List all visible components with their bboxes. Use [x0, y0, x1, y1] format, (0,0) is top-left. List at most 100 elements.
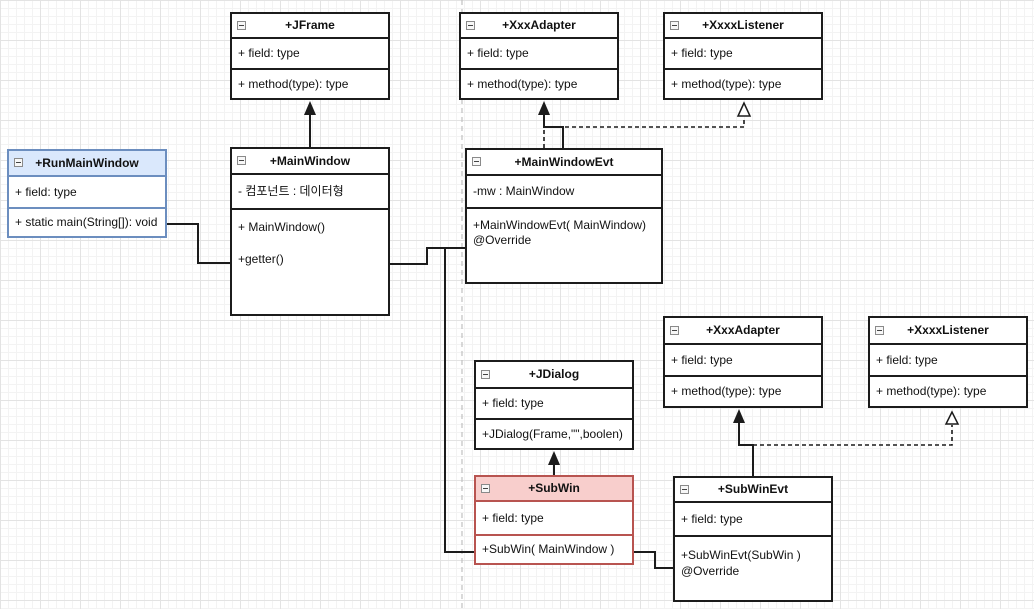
method-row[interactable]: + method(type): type	[232, 70, 388, 98]
field-text: + field: type	[238, 46, 300, 61]
method-row[interactable]: + method(type): type	[461, 70, 617, 98]
class-box-mainwindowevt[interactable]: +MainWindowEvt -mw : MainWindow +MainWin…	[465, 148, 663, 284]
class-header[interactable]: +XxxAdapter	[665, 318, 821, 345]
class-header[interactable]: +MainWindow	[232, 149, 388, 175]
method-text: + static main(String[]): void	[15, 215, 158, 230]
collapse-icon[interactable]	[466, 20, 475, 30]
method-text: + method(type): type	[238, 76, 349, 91]
field-text: + field: type	[467, 46, 529, 61]
method-text: +getter()	[238, 251, 284, 266]
class-title: +SubWin	[528, 481, 580, 496]
method-row[interactable]: +SubWin( MainWindow )	[476, 536, 632, 563]
class-header[interactable]: +XxxxListener	[870, 318, 1026, 345]
method-text: @Override	[473, 233, 532, 248]
field-row[interactable]: - 컴포넌트 : 데이터형	[232, 175, 388, 210]
field-row[interactable]: + field: type	[675, 503, 831, 537]
field-row[interactable]: + field: type	[476, 502, 632, 536]
field-text: + field: type	[671, 352, 733, 367]
filled-triangle-arrowhead-icon	[538, 101, 550, 115]
field-text: + field: type	[15, 184, 77, 199]
class-title: +MainWindow	[269, 153, 351, 168]
edge-subwin-subwinevt[interactable]	[634, 551, 673, 569]
method-text: + method(type): type	[876, 384, 987, 399]
class-header[interactable]: +XxxxListener	[665, 14, 821, 39]
collapse-icon[interactable]	[472, 157, 481, 166]
class-box-subwin[interactable]: +SubWin + field: type +SubWin( MainWindo…	[474, 475, 634, 565]
field-row[interactable]: + field: type	[9, 177, 165, 209]
class-title: +RunMainWindow	[35, 155, 139, 170]
class-box-xxxxlistener-lower[interactable]: +XxxxListener + field: type + method(typ…	[868, 316, 1028, 408]
field-text: + field: type	[681, 511, 743, 526]
edge-subwinevt-implements-xxxxlistener[interactable]	[753, 425, 953, 446]
collapse-icon[interactable]	[680, 484, 689, 494]
class-header[interactable]: +SubWin	[476, 477, 632, 502]
collapse-icon[interactable]	[670, 325, 679, 335]
method-row[interactable]: + method(type): type	[665, 70, 821, 98]
filled-triangle-arrowhead-icon	[548, 451, 560, 465]
method-row[interactable]: +SubWinEvt(SubWin ) @Override	[675, 537, 831, 579]
class-box-runmainwindow[interactable]: +RunMainWindow + field: type + static ma…	[7, 149, 167, 238]
edge-mainwindowevt-extends-xxxadapter[interactable]	[543, 113, 564, 148]
class-header[interactable]: +JDialog	[476, 362, 632, 389]
field-row[interactable]: + field: type	[665, 39, 821, 70]
method-row[interactable]: +MainWindowEvt( MainWindow) @Override	[467, 209, 661, 248]
class-box-mainwindow[interactable]: +MainWindow - 컴포넌트 : 데이터형 + MainWindow()…	[230, 147, 390, 316]
method-row[interactable]: + method(type): type	[665, 377, 821, 406]
class-header[interactable]: +XxxAdapter	[461, 14, 617, 39]
edge-subwinevt-extends-xxxadapter[interactable]	[738, 421, 754, 476]
field-text: -mw : MainWindow	[473, 184, 575, 199]
class-title: +XxxxListener	[907, 323, 989, 338]
class-box-xxxxlistener-top[interactable]: +XxxxListener + field: type + method(typ…	[663, 12, 823, 100]
method-row[interactable]: + method(type): type	[870, 377, 1026, 406]
field-row[interactable]: + field: type	[476, 389, 632, 420]
field-text: + field: type	[482, 510, 544, 525]
class-box-xxxadapter-top[interactable]: +XxxAdapter + field: type + method(type)…	[459, 12, 619, 100]
method-row[interactable]: + MainWindow() +getter()	[232, 210, 388, 267]
field-row[interactable]: + field: type	[870, 345, 1026, 377]
collapse-icon[interactable]	[237, 156, 246, 165]
field-row[interactable]: + field: type	[461, 39, 617, 70]
class-title: +XxxxListener	[702, 18, 784, 33]
hollow-triangle-arrowhead-icon	[944, 410, 960, 425]
method-text: + method(type): type	[671, 76, 782, 91]
method-text: +MainWindowEvt( MainWindow)	[473, 218, 647, 233]
class-box-subwinevt[interactable]: +SubWinEvt + field: type +SubWinEvt(SubW…	[673, 476, 833, 602]
edge-mainwindow-mainwindowevt[interactable]	[390, 247, 465, 265]
class-title: +JDialog	[528, 367, 580, 382]
field-text: + field: type	[671, 46, 733, 61]
edge-mainwindow-subwin[interactable]	[444, 248, 474, 553]
collapse-icon[interactable]	[481, 483, 490, 493]
class-title: +SubWinEvt	[717, 482, 789, 497]
collapse-icon[interactable]	[14, 158, 23, 167]
edge-runmainwindow-mainwindow[interactable]	[167, 223, 230, 264]
method-text: + method(type): type	[671, 384, 782, 399]
method-text: +SubWinEvt(SubWin )	[681, 547, 801, 562]
method-text: +SubWin( MainWindow )	[482, 542, 615, 557]
method-row[interactable]: + static main(String[]): void	[9, 209, 165, 236]
class-box-jdialog[interactable]: +JDialog + field: type +JDialog(Frame,""…	[474, 360, 634, 450]
class-header[interactable]: +MainWindowEvt	[467, 150, 661, 176]
collapse-icon[interactable]	[875, 325, 884, 335]
edge-mainwindowevt-implements-xxxxlistener[interactable]	[543, 117, 745, 148]
class-title: +JFrame	[285, 18, 335, 33]
collapse-icon[interactable]	[481, 369, 490, 379]
class-header[interactable]: +JFrame	[232, 14, 388, 39]
field-row[interactable]: + field: type	[232, 39, 388, 70]
method-text: + MainWindow()	[238, 219, 326, 234]
class-title: +MainWindowEvt	[514, 154, 614, 169]
class-header[interactable]: +SubWinEvt	[675, 478, 831, 503]
class-header[interactable]: +RunMainWindow	[9, 151, 165, 177]
class-title: +XxxAdapter	[706, 323, 780, 338]
collapse-icon[interactable]	[237, 20, 246, 30]
method-row[interactable]: +JDialog(Frame,"",boolen)	[476, 420, 632, 448]
field-row[interactable]: + field: type	[665, 345, 821, 377]
class-box-xxxadapter-lower[interactable]: +XxxAdapter + field: type + method(type)…	[663, 316, 823, 408]
method-text: @Override	[681, 563, 740, 578]
field-text: + field: type	[482, 396, 544, 411]
class-box-jframe[interactable]: +JFrame + field: type + method(type): ty…	[230, 12, 390, 100]
class-title: +XxxAdapter	[502, 18, 576, 33]
field-row[interactable]: -mw : MainWindow	[467, 176, 661, 209]
collapse-icon[interactable]	[670, 20, 679, 30]
filled-triangle-arrowhead-icon	[733, 409, 745, 423]
